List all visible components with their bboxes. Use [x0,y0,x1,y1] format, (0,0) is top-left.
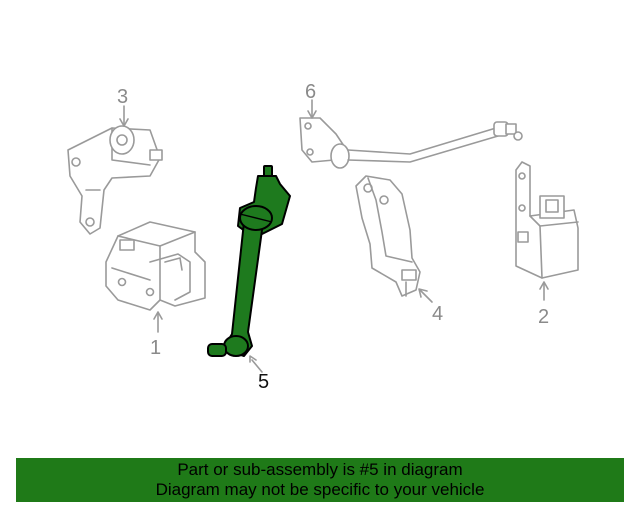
part-2-height-sensor[interactable] [515,161,579,301]
part-5-sensor-link[interactable] [207,165,291,373]
part-4-mounting-bracket[interactable] [355,175,433,303]
callout-4: 4 [432,303,443,325]
banner-line-1: Part or sub-assembly is #5 in diagram [177,460,463,479]
part-6-link-rod[interactable] [299,99,523,169]
callout-2: 2 [538,306,549,328]
banner-line-2: Diagram may not be specific to your vehi… [155,480,485,499]
callout-6: 6 [305,81,316,103]
info-banner: Part or sub-assembly is #5 in diagram Di… [16,458,624,502]
callout-3: 3 [117,86,128,108]
part-3-bracket[interactable] [67,105,163,235]
part-1-sensor-module[interactable] [105,221,206,333]
callout-5: 5 [258,371,269,393]
callout-1: 1 [150,337,161,359]
